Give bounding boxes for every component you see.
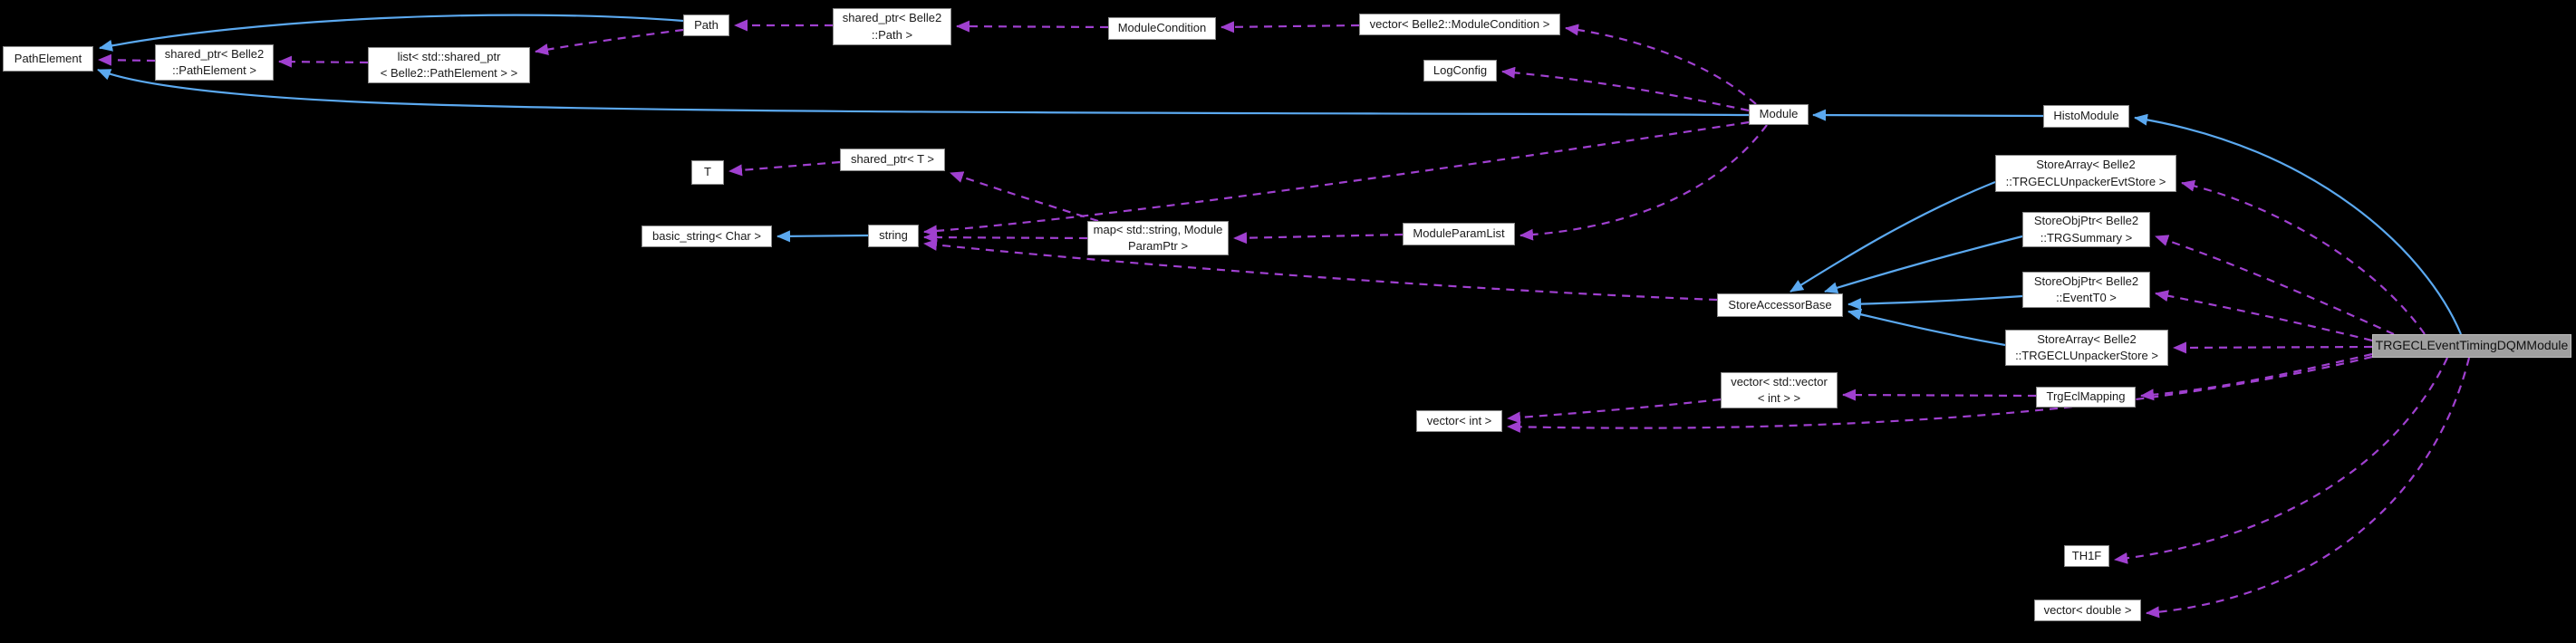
node-modulecondition[interactable]: ModuleCondition [1108,17,1216,40]
edge-main-to-trgeclmapping [2140,352,2373,401]
edge-vectormodulecondition-to-modulecondition [1220,21,1360,34]
node-map-moduleparamptr[interactable]: map< std::string, Module ParamPtr > [1087,221,1229,255]
edge-path-to-pathelement [99,14,684,52]
node-trgeclmapping[interactable]: TrgEclMapping [2036,387,2136,408]
node-th1f[interactable]: TH1F [2064,545,2109,567]
edge-module-to-vectormodulecondition [1565,24,1757,105]
node-vector-double[interactable]: vector< double > [2034,600,2141,621]
node-list-shared-ptr[interactable]: list< std::shared_ptr < Belle2::PathElem… [368,47,530,83]
edge-modulecondition-to-sharedptrpath [956,20,1109,33]
node-basic-string[interactable]: basic_string< Char > [642,226,772,247]
edge-module-to-logconfig [1501,66,1750,112]
edge-main-to-vectorint [1507,355,2373,433]
edge-main-to-histomodule [2134,113,2463,335]
node-module[interactable]: Module [1749,104,1809,125]
edge-main-to-eventt0 [2155,290,2373,342]
edge-sharedptrpathelement-to-pathelement [98,53,156,66]
edge-map-to-sharedptrt [950,171,1099,223]
node-storeaccessorbase[interactable]: StoreAccessorBase [1717,293,1843,317]
edge-string-to-basicstring [777,230,869,243]
edge-module-to-moduleparamlist [1520,124,1768,241]
edge-main-to-vectordouble [2146,357,2471,619]
node-vector-modulecondition[interactable]: vector< Belle2::ModuleCondition > [1359,14,1560,35]
node-storearray-evtstore[interactable]: StoreArray< Belle2 ::TRGECLUnpackerEvtSt… [1995,155,2176,192]
node-t[interactable]: T [691,160,724,185]
edge-evtstore-to-storeaccessorbase [1790,180,1996,293]
edge-path-to-list [535,28,684,55]
edge-module-to-string [923,120,1750,237]
edge-sharedptrt-to-t [728,160,841,177]
node-vector-int[interactable]: vector< int > [1416,410,1502,432]
node-shared-ptr-path[interactable]: shared_ptr< Belle2 ::Path > [833,8,951,45]
node-vector-vector-int[interactable]: vector< std::vector < int > > [1721,372,1838,408]
node-shared-ptr-pathelement[interactable]: shared_ptr< Belle2 ::PathElement > [155,44,274,81]
edge-trgsummary-to-storeaccessorbase [1824,235,2023,294]
node-storeobjptr-trgsummary[interactable]: StoreObjPtr< Belle2 ::TRGSummary > [2022,212,2150,247]
node-shared-ptr-t[interactable]: shared_ptr< T > [840,149,945,171]
node-moduleparamlist[interactable]: ModuleParamList [1403,223,1515,245]
node-main-trgecleventtimingdqmmodule: TRGECLEventTimingDQMModule [2372,334,2571,358]
edge-unpackerstore-to-storeaccessorbase [1848,308,2006,347]
node-string[interactable]: string [868,225,919,247]
edge-trgeclmapping-to-vectorvectorint [1842,389,2037,401]
edge-module-to-pathelement [97,68,1750,117]
edge-histomodule-to-module [1812,109,2044,121]
node-storearray-unpackerstore[interactable]: StoreArray< Belle2 ::TRGECLUnpackerStore… [2005,330,2168,366]
edge-eventt0-to-storeaccessorbase [1848,294,2023,311]
node-pathelement[interactable]: PathElement [3,46,93,72]
edge-moduleparamlist-to-map [1233,232,1404,245]
edge-main-to-trgsummary [2155,235,2395,336]
edge-map-to-string [923,231,1088,244]
edge-storeaccessorbase-to-string [923,238,1718,302]
node-logconfig[interactable]: LogConfig [1423,60,1497,82]
edge-main-to-th1f [2114,357,2448,564]
edge-vectorvectorint-to-vectorint [1507,398,1722,424]
node-path[interactable]: Path [683,14,729,36]
node-histomodule[interactable]: HistoModule [2043,105,2129,128]
edge-main-to-evtstore [2181,179,2426,335]
edge-main-to-unpackerstore [2173,341,2373,354]
node-storeobjptr-eventt0[interactable]: StoreObjPtr< Belle2 ::EventT0 > [2022,272,2150,308]
